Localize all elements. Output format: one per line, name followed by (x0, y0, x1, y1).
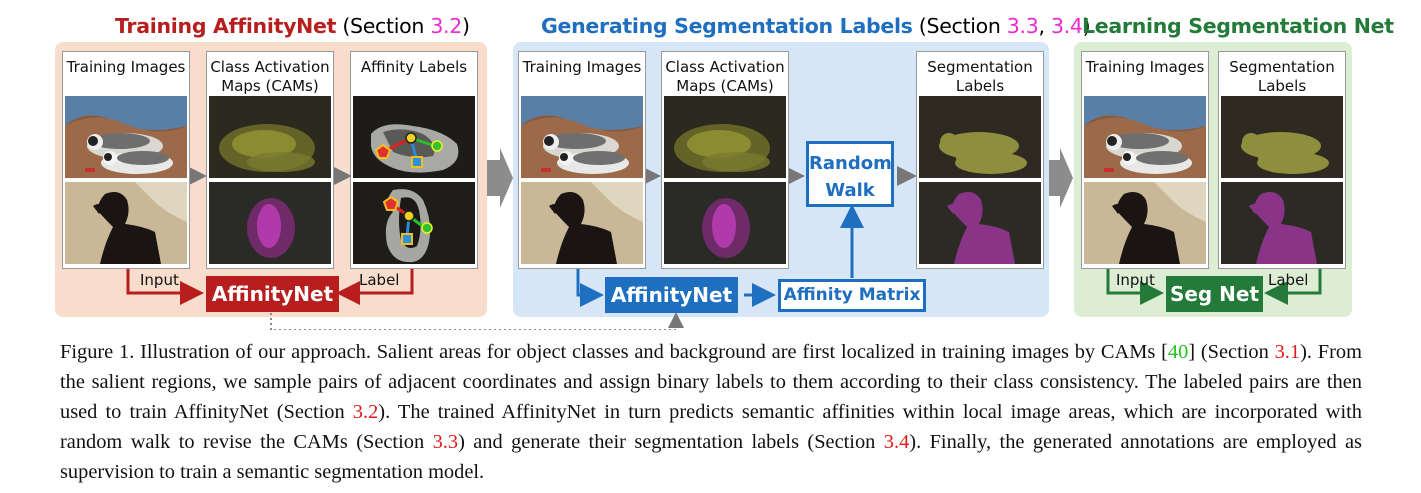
bird-image (65, 96, 187, 178)
gen-column-label-cams: Class Activation Maps (CAMs) (665, 58, 785, 95)
affinitynet-train-box: AffinityNet (206, 276, 339, 312)
seg-net-box: Seg Net (1166, 276, 1263, 312)
caption-ref-3-4[interactable]: 3.4 (883, 431, 910, 453)
learn-column-label-training-images: Training Images (1085, 58, 1205, 76)
gen-bird-image (521, 96, 643, 178)
learning-panel-title: Learning Segmentation Net (1082, 14, 1394, 38)
figure-caption: Figure 1. Illustration of our approach. … (60, 337, 1362, 487)
caption-part-4: ). The trained AffinityNet in turn predi… (60, 401, 1362, 453)
learn-segmentation-labels-column: Segmentation Labels (1218, 51, 1346, 269)
connectors (126, 148, 1322, 330)
training-panel-title: Training AffinityNet (Section 3.2) (115, 14, 470, 38)
caption-part-1: Figure 1. Illustration of our approach. … (60, 341, 1168, 363)
bird-affinity-image (353, 96, 475, 178)
gen-training-images-column: Training Images (518, 51, 646, 269)
column-label-affinity-labels: Affinity Labels (360, 58, 468, 76)
gen-horse-seg-image (919, 182, 1041, 264)
caption-part-2: ] (Section (1188, 341, 1275, 363)
gen-bird-cam-image (664, 96, 786, 178)
caption-ref-3-1[interactable]: 3.1 (1274, 341, 1301, 363)
generating-title-ref1: 3.3 (1006, 14, 1039, 38)
bird-cam-image (209, 96, 331, 178)
affinitynet-infer-box: AffinityNet (605, 277, 738, 313)
random-walk-box: Random Walk (806, 141, 894, 207)
learn-bird-image (1084, 96, 1206, 178)
learning-title-text: Learning Segmentation Net (1082, 14, 1394, 38)
cams-column: Class Activation Maps (CAMs) (206, 51, 334, 269)
learn-training-images-column: Training Images (1081, 51, 1209, 269)
caption-part-3: ). From the salient regions, we sample p… (60, 341, 1362, 423)
affinity-labels-column: Affinity Labels (350, 51, 478, 269)
generating-title-text: Generating Segmentation Labels (541, 14, 913, 38)
gen-cams-column: Class Activation Maps (CAMs) (661, 51, 789, 269)
column-label-cams: Class Activation Maps (CAMs) (210, 58, 330, 95)
gen-column-label-segmentation-labels: Segmentation Labels (927, 58, 1033, 95)
generating-panel-title: Generating Segmentation Labels (Section … (541, 14, 1091, 38)
horse-affinity-image (353, 182, 475, 264)
affinity-matrix-box: Affinity Matrix (778, 279, 926, 312)
training-title-section: (Section (336, 14, 431, 38)
gen-horse-image (521, 182, 643, 264)
learn-horse-image (1084, 182, 1206, 264)
panel-arrow-2 (1049, 148, 1073, 208)
training-title-ref: 3.2 (430, 14, 463, 38)
gen-column-label-training-images: Training Images (522, 58, 642, 76)
generating-title-close: ) (1082, 14, 1091, 38)
learn-label-arrow-label: Label (1268, 271, 1309, 289)
training-title-close: ) (462, 14, 470, 38)
panel-arrow-1 (487, 148, 513, 208)
learn-column-label-segmentation-labels: Segmentation Labels (1229, 58, 1335, 95)
caption-part-5: ) and generate their segmentation labels… (458, 431, 884, 453)
caption-citation-40[interactable]: 40 (1167, 341, 1189, 363)
caption-part-6: ). Finally, the generated annotations ar… (60, 431, 1362, 483)
generating-title-section: (Section (912, 14, 1007, 38)
gen-horse-cam-image (664, 182, 786, 264)
horse-cam-image (209, 182, 331, 264)
learn-input-arrow-label: Input (1116, 271, 1155, 289)
learn-horse-seg-image (1221, 182, 1343, 264)
generating-title-ref2: 3.4 (1050, 14, 1083, 38)
training-images-column: Training Images (62, 51, 190, 269)
learn-bird-seg-image (1221, 96, 1343, 178)
generating-title-sep: , (1038, 14, 1051, 38)
input-arrow-label: Input (140, 271, 179, 289)
horse-image (65, 182, 187, 264)
caption-ref-3-3[interactable]: 3.3 (432, 431, 459, 453)
caption-ref-3-2[interactable]: 3.2 (352, 401, 379, 423)
training-title-text: Training AffinityNet (115, 14, 337, 38)
gen-segmentation-labels-column: Segmentation Labels (916, 51, 1044, 269)
column-label-training-images: Training Images (66, 58, 186, 76)
gen-bird-seg-image (919, 96, 1041, 178)
label-arrow-label: Label (359, 271, 400, 289)
